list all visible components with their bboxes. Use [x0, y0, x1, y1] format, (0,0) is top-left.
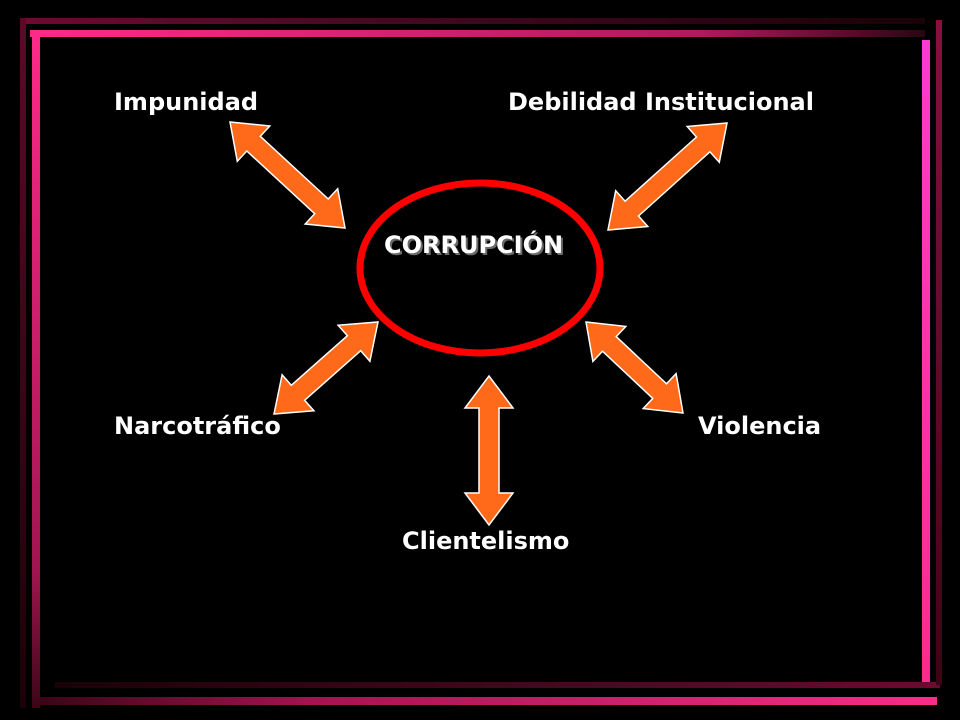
node-violencia: Violencia — [698, 412, 822, 440]
node-impunidad: Impunidad — [114, 88, 259, 116]
arrow-narcotrafico — [273, 321, 379, 415]
arrow-impunidad — [229, 121, 346, 229]
center-ellipse — [356, 179, 604, 357]
node-debilidad-institucional: Debilidad Institucional — [508, 88, 814, 116]
arrow-violencia — [585, 321, 684, 414]
node-narcotrafico: Narcotráfico — [114, 412, 281, 440]
arrow-debilidad — [607, 122, 728, 231]
arrow-clientelismo — [463, 374, 515, 527]
center-label: CORRUPCIÓN — [384, 231, 564, 259]
node-clientelismo: Clientelismo — [402, 527, 570, 555]
